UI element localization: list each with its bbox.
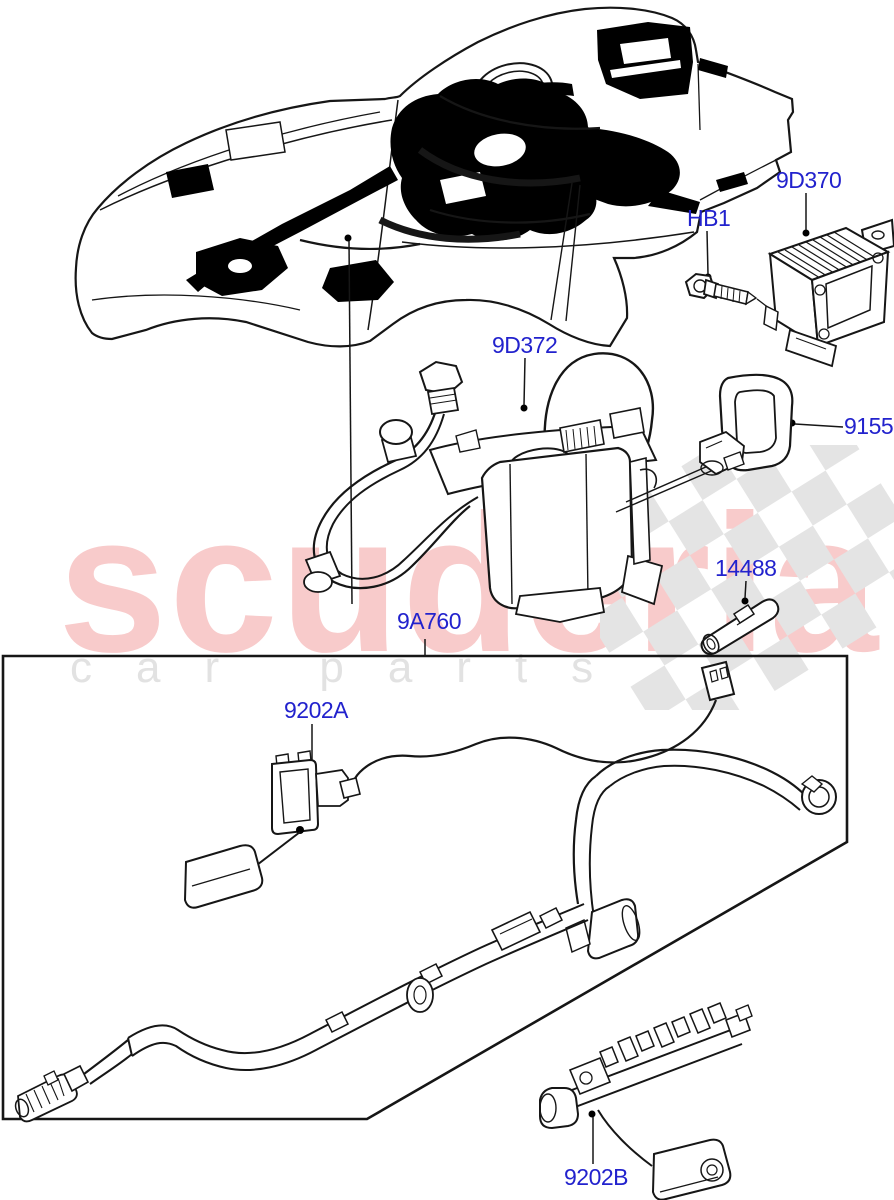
fuel-level-sender-9202b-drawing [539, 1002, 753, 1200]
bracket-9155-drawing [699, 373, 844, 476]
bolt-hb1-drawing [684, 230, 775, 313]
leader-lines-tank-to-pump [550, 182, 581, 322]
part-label-9202b[interactable]: 9202B [564, 1164, 629, 1190]
part-label-14488[interactable]: 14488 [715, 555, 777, 581]
harness-box-9a760 [1, 654, 849, 1121]
part-label-9d372[interactable]: 9D372 [492, 332, 558, 358]
watermark-tagline-text: car parts [70, 643, 638, 692]
leader-line-9a760 [344, 234, 426, 655]
tube-14488-drawing [700, 580, 780, 656]
part-label-9202a[interactable]: 9202A [284, 697, 349, 723]
part-label-hb1[interactable]: HB1 [687, 205, 731, 231]
fuel-pump-module-9d372-drawing [303, 352, 725, 623]
fuel-tank-illustration [74, 6, 795, 348]
part-label-9a760[interactable]: 9A760 [397, 608, 462, 634]
part-label-9155[interactable]: 9155 [844, 413, 894, 439]
module-9d370-drawing [763, 193, 894, 368]
checkered-flag-watermark [600, 445, 894, 710]
harness-9a760-drawing [14, 660, 837, 1123]
fuel-level-sender-9202a-drawing [183, 724, 361, 909]
part-label-9d370[interactable]: 9D370 [776, 167, 842, 193]
